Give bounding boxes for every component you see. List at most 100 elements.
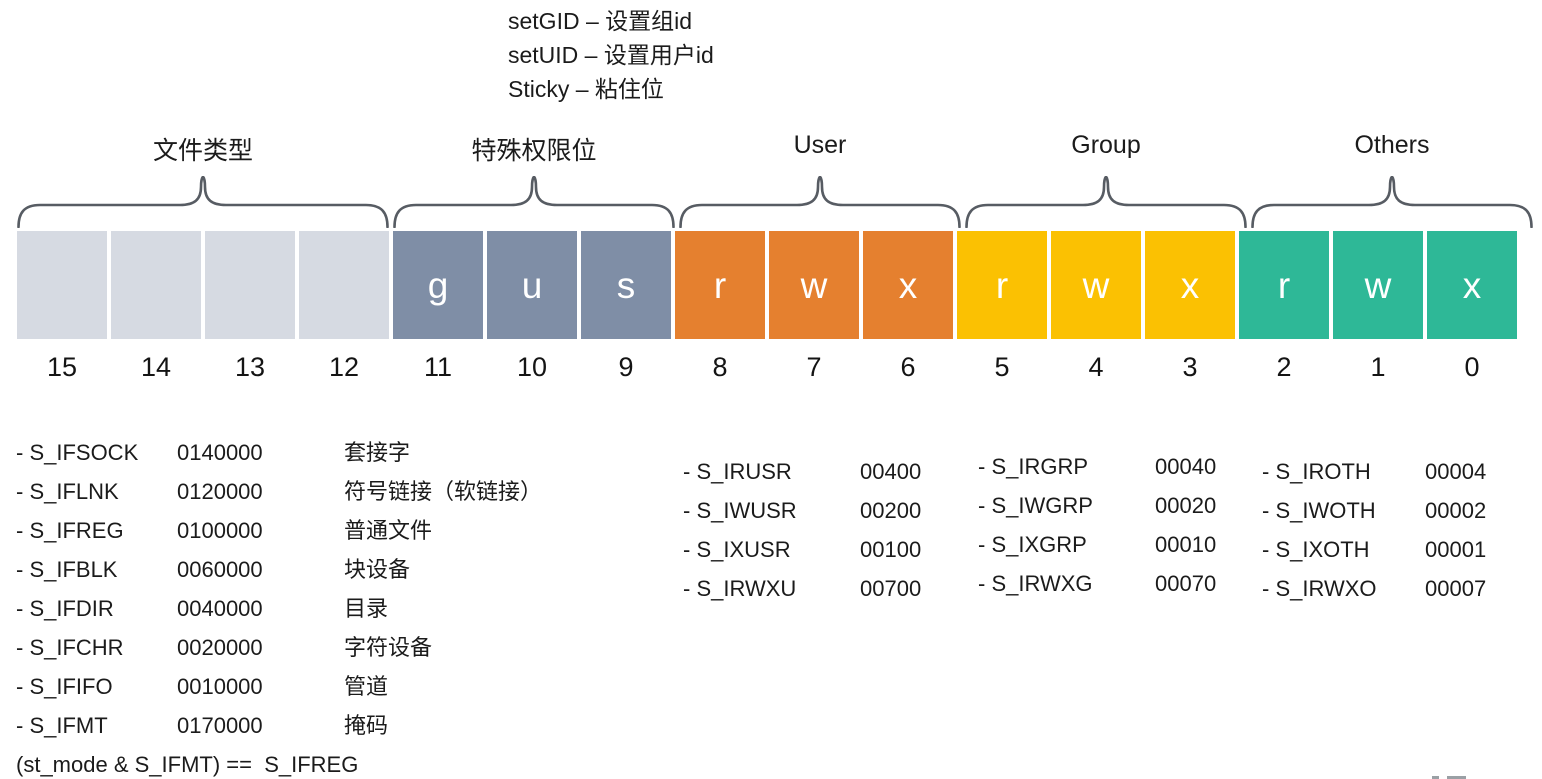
constant-name: - S_IRUSR [683, 459, 792, 484]
octal-value: 00200 [860, 498, 922, 523]
watermark-fragment [1432, 776, 1439, 779]
bit-cell-10: u [487, 231, 577, 339]
cell-letter: w [1082, 264, 1110, 306]
octal-value: 00100 [860, 537, 922, 562]
constant-name: - S_IFDIR [16, 596, 114, 621]
watermark-fragment [1447, 776, 1466, 779]
octal-value: 0010000 [177, 674, 263, 699]
bit-cell-3: x [1145, 231, 1235, 339]
cell-letter: x [1180, 264, 1200, 306]
octal-value: 0120000 [177, 479, 263, 504]
constant-name: - S_IRGRP [978, 454, 1089, 479]
constant-name: - S_IRWXU [683, 576, 797, 601]
constant-name: - S_IXGRP [978, 532, 1087, 557]
bit-cell-1: w [1333, 231, 1423, 339]
bit-cell-11: g [393, 231, 483, 339]
octal-value: 0170000 [177, 713, 263, 738]
cell-letter: w [1364, 264, 1392, 306]
octal-value: 0060000 [177, 557, 263, 582]
constant-name: - S_IRWXG [978, 571, 1093, 596]
constant-name: - S_IWOTH [1262, 498, 1376, 523]
legend-line-sticky: Sticky – 粘住位 [508, 76, 664, 102]
octal-value: 00040 [1155, 454, 1217, 479]
cell-letter: r [1277, 264, 1291, 306]
bit-index: 4 [1088, 352, 1104, 382]
legend-line-setuid: setUID – 设置用户id [508, 42, 714, 68]
special-bits-legend: setGID – 设置组id setUID – 设置用户id Sticky – … [508, 4, 714, 106]
cell-letter: g [427, 264, 449, 306]
bit-cell-15 [17, 231, 107, 339]
list-item: - S_IRWXO 00007 [1262, 569, 1486, 608]
bit-index: 15 [46, 352, 78, 382]
constant-desc: 目录 [344, 596, 389, 621]
brace-icon-others [1251, 176, 1533, 228]
octal-value: 00070 [1155, 571, 1217, 596]
mask-formula: (st_mode & S_IFMT) == S_IFREG [16, 752, 359, 777]
constant-name: - S_IWUSR [683, 498, 797, 523]
brace-icon-user [679, 176, 961, 228]
group-label-special: 特殊权限位 [471, 137, 597, 165]
cell-letter: u [521, 264, 543, 306]
constant-name: - S_IFMT [16, 713, 108, 738]
brace-icon-file-type [17, 176, 389, 228]
group-label-group: Group [1071, 131, 1141, 159]
bit-index: 3 [1182, 352, 1198, 382]
list-item: - S_IRUSR 00400 [683, 452, 921, 491]
octal-value: 00400 [860, 459, 922, 484]
bit-index: 11 [423, 352, 453, 382]
cell-letter: s [616, 264, 636, 306]
bit-cell-row: g u s r w x r w x r w x [17, 231, 1517, 339]
bit-cell-2: r [1239, 231, 1329, 339]
bit-index-row: 15 14 13 12 11 10 9 8 7 6 5 4 3 2 1 0 [17, 352, 1517, 383]
cell-letter: x [898, 264, 918, 306]
bit-index: 9 [618, 352, 634, 382]
constant-name: - S_IROTH [1262, 459, 1371, 484]
octal-value: 00700 [860, 576, 922, 601]
cell-letter: x [1462, 264, 1482, 306]
bit-index: 14 [140, 352, 172, 382]
constant-desc: 普通文件 [344, 518, 433, 543]
octal-value: 00004 [1425, 459, 1487, 484]
cell-letter: r [713, 264, 727, 306]
legend-line-setgid: setGID – 设置组id [508, 8, 693, 34]
bit-index: 1 [1370, 352, 1386, 382]
bit-index: 13 [234, 352, 266, 382]
group-label-others: Others [1354, 131, 1430, 159]
constant-desc: 掩码 [344, 713, 389, 738]
bit-cell-6: x [863, 231, 953, 339]
bit-cell-14 [111, 231, 201, 339]
bit-cell-9: s [581, 231, 671, 339]
bit-index: 10 [516, 352, 548, 382]
bit-index: 7 [806, 352, 822, 382]
list-item: - S_IRGRP 00040 [978, 447, 1216, 486]
bit-cell-4: w [1051, 231, 1141, 339]
constant-desc: 符号链接（软链接） [344, 479, 543, 504]
constant-name: - S_IRWXO [1262, 576, 1377, 601]
octal-value: 00007 [1425, 576, 1487, 601]
bit-cell-12 [299, 231, 389, 339]
octal-value: 0020000 [177, 635, 263, 660]
bit-index: 8 [712, 352, 728, 382]
bit-index: 6 [900, 352, 916, 382]
constant-desc: 字符设备 [344, 635, 433, 660]
brace-icon-group [965, 176, 1247, 228]
bit-cell-13 [205, 231, 295, 339]
constant-name: - S_IFBLK [16, 557, 118, 582]
constant-name: - S_IFIFO [16, 674, 113, 699]
list-item: - S_IROTH 00004 [1262, 452, 1486, 491]
list-item: - S_IRWXU 00700 [683, 569, 921, 608]
list-item: - S_IRWXG 00070 [978, 564, 1216, 603]
